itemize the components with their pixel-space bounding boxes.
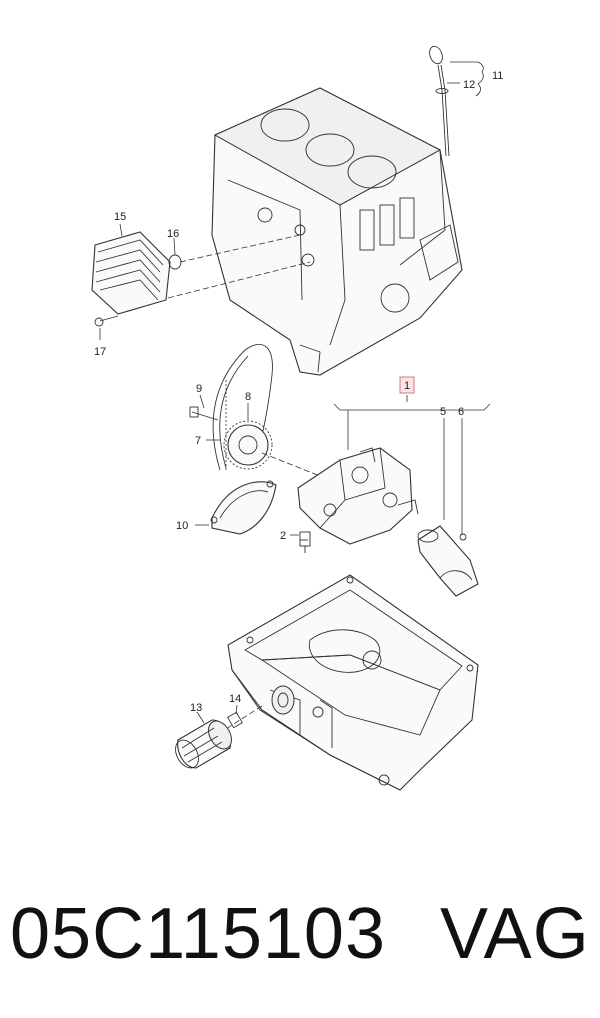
callout-9: 9 [196,383,202,395]
callout-14: 14 [229,693,241,705]
callout-12: 12 [463,79,475,91]
callout-1: 1 [404,380,410,392]
engine-block-drawing [211,87,463,376]
callout-15: 15 [114,211,126,223]
brand-label: VAG [440,894,590,974]
oil-pump-drawing [290,376,491,597]
oil-filter-drawing [175,704,243,769]
exploded-parts-diagram: 11 12 15 16 17 9 8 7 [91,45,503,791]
chain-cover-drawing [195,480,277,535]
callout-10: 10 [176,520,188,532]
part-number-label: 05C115103 [10,894,386,974]
callout-16: 16 [167,228,179,240]
callout-7: 7 [195,435,201,447]
callout-1-highlight [399,376,415,394]
dipstick-drawing [429,45,484,157]
callout-11: 11 [492,70,503,82]
callout-6: 6 [458,406,464,418]
callout-5: 5 [440,406,446,418]
callout-17: 17 [94,346,106,358]
callout-8: 8 [245,391,251,403]
timing-chain-drawing [189,344,331,481]
oil-pan-drawing [217,574,479,791]
oil-cooler-drawing [91,223,311,340]
callout-13: 13 [190,702,202,714]
callout-2: 2 [280,530,286,542]
